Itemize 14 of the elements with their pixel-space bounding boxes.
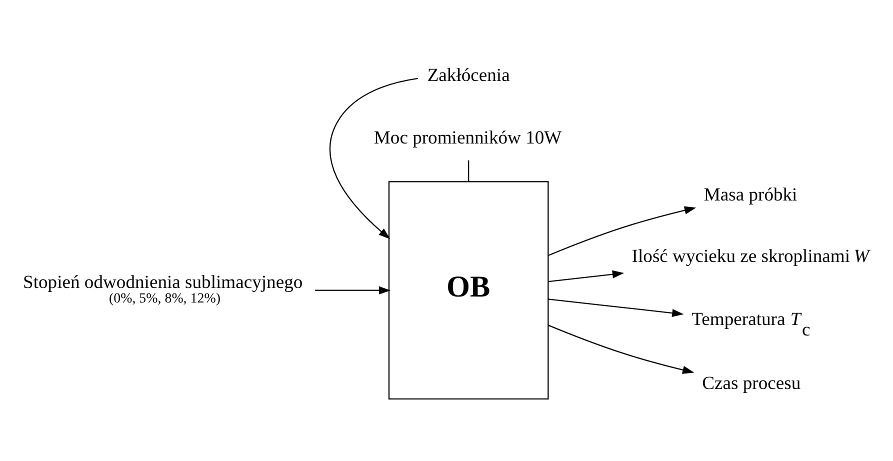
node-text: Stopień odwodnienia sublimacyjnego (0%, 5%, 8%, 12%) [23, 272, 303, 307]
arrow [548, 298, 684, 318]
arrow [329, 78, 418, 240]
node-box: OB [388, 181, 549, 400]
node-text: Ilość wycieku ze skroplinami W [632, 246, 870, 268]
arrow [315, 286, 391, 294]
connector [468, 160, 470, 182]
arrow [548, 206, 696, 256]
node-text: Zakłócenia [427, 64, 510, 86]
node-text: Masa próbki [704, 184, 798, 206]
node-text: Moc promienników 10W [374, 128, 562, 149]
node-text: Czas procesu [702, 372, 801, 394]
arrow [548, 270, 624, 282]
arrow [548, 324, 694, 374]
